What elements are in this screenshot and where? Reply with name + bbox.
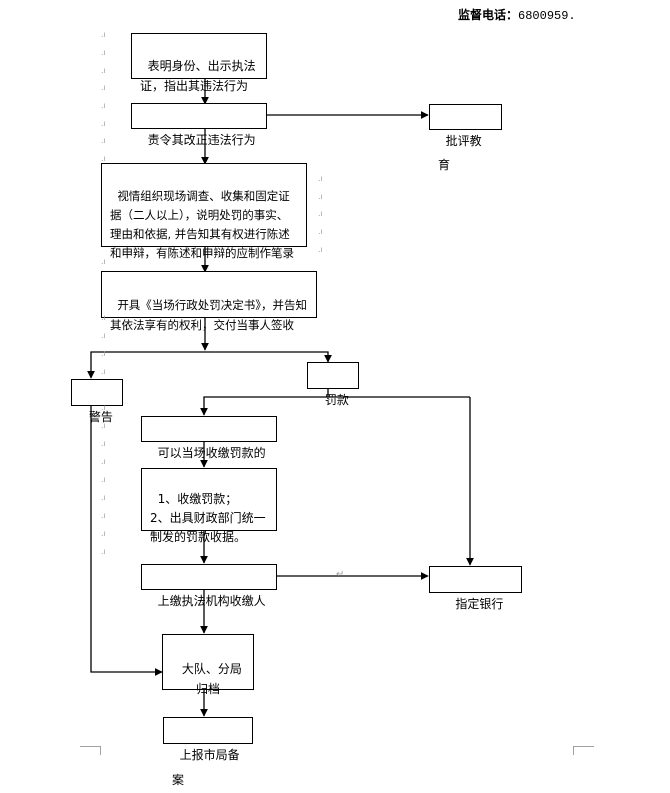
- paragraph-mark: .ı: [101, 154, 106, 163]
- node-warning: 警告: [71, 379, 123, 424]
- node-collect-text: 1、收缴罚款； 2、出具财政部门统一制发的罚款收据。: [150, 492, 266, 544]
- paragraph-mark: .ı: [101, 48, 106, 57]
- node-archive: 大队、分局归档: [162, 634, 254, 696]
- arrow-split-to-fine: [205, 351, 332, 363]
- page-corner-mark-left: [80, 746, 101, 755]
- paragraph-mark: .ı: [101, 119, 106, 128]
- node-order-correct: 责令其改正违法行为: [131, 103, 267, 147]
- hotline-label: 监督电话：: [458, 8, 519, 22]
- paragraph-mark: .ı: [318, 245, 323, 254]
- arrow-fine-to-onsite: [200, 396, 470, 416]
- node-archive-text: 大队、分局归档: [181, 662, 242, 696]
- node-criticize: 批评教育: [429, 104, 502, 172]
- paragraph-mark: .ı: [101, 403, 106, 412]
- node-fine-text: 罚款: [324, 393, 349, 407]
- paragraph-mark: .ı: [101, 547, 106, 556]
- paragraph-mark: .ı: [101, 529, 106, 538]
- node-investigate-text: 视情组织现场调查、收集和固定证据（二人以上），说明处罚的事实、理由和依据, 并告…: [110, 189, 294, 260]
- node-report: 上报市局备案: [163, 717, 253, 787]
- paragraph-mark: .ı: [318, 174, 323, 183]
- node-collect: 1、收缴罚款； 2、出具财政部门统一制发的罚款收据。: [141, 468, 277, 544]
- node-investigate: 视情组织现场调查、收集和固定证据（二人以上），说明处罚的事实、理由和依据, 并告…: [101, 163, 307, 260]
- paragraph-mark: .ı: [101, 475, 106, 484]
- paragraph-mark: .ı: [101, 83, 106, 92]
- node-bank-text: 指定银行: [455, 597, 504, 611]
- page-corner-mark-right: [573, 746, 594, 755]
- paragraph-mark: .ı: [101, 349, 106, 358]
- node-on-site-text: 可以当场收缴罚款的: [157, 446, 266, 460]
- node-order-correct-text: 责令其改正违法行为: [147, 133, 256, 147]
- node-submit: 上缴执法机构收缴人: [141, 564, 277, 608]
- flow-connectors: [87, 79, 474, 717]
- node-decision: 开具《当场行政处罚决定书》，并告知其依法享有的权利，交付当事人签收: [101, 271, 317, 332]
- paragraph-mark: .ı: [101, 101, 106, 110]
- return-mark: ↵: [336, 569, 345, 580]
- paragraph-mark: .ı: [318, 209, 323, 218]
- node-decision-text: 开具《当场行政处罚决定书》，并告知其依法享有的权利，交付当事人签收: [110, 298, 308, 332]
- paragraph-mark: .ı: [101, 66, 106, 75]
- paragraph-mark: .ı: [318, 192, 323, 201]
- paragraph-mark: .ı: [101, 257, 106, 266]
- node-submit-text: 上缴执法机构收缴人: [157, 594, 266, 608]
- node-on-site: 可以当场收缴罚款的: [141, 416, 277, 460]
- node-fine: 罚款: [307, 362, 359, 407]
- paragraph-mark: .ı: [101, 457, 106, 466]
- paragraph-mark: .ı: [101, 493, 106, 502]
- paragraph-mark: .ı: [101, 30, 106, 39]
- node-identify: 表明身份、出示执法证，指出其违法行为: [131, 33, 267, 93]
- node-bank: 指定银行: [429, 566, 522, 611]
- supervision-hotline: 监督电话：6800959.: [458, 6, 576, 23]
- paragraph-mark: .ı: [101, 421, 106, 430]
- arrow-warning-to-archive: [90, 405, 163, 676]
- paragraph-mark: .ı: [101, 313, 106, 322]
- node-criticize-text: 批评教育: [438, 134, 482, 172]
- node-warning-text: 警告: [88, 410, 113, 424]
- paragraph-mark: .ı: [101, 511, 106, 520]
- hotline-number: 6800959.: [518, 9, 576, 23]
- arrow-split-to-warning: [87, 351, 205, 379]
- paragraph-mark: .ı: [318, 227, 323, 236]
- node-identify-text: 表明身份、出示执法证，指出其违法行为: [140, 59, 256, 93]
- paragraph-mark: .ı: [101, 136, 106, 145]
- paragraph-mark: .ı: [101, 367, 106, 376]
- paragraph-mark: .ı: [101, 331, 106, 340]
- paragraph-mark: .ı: [101, 439, 106, 448]
